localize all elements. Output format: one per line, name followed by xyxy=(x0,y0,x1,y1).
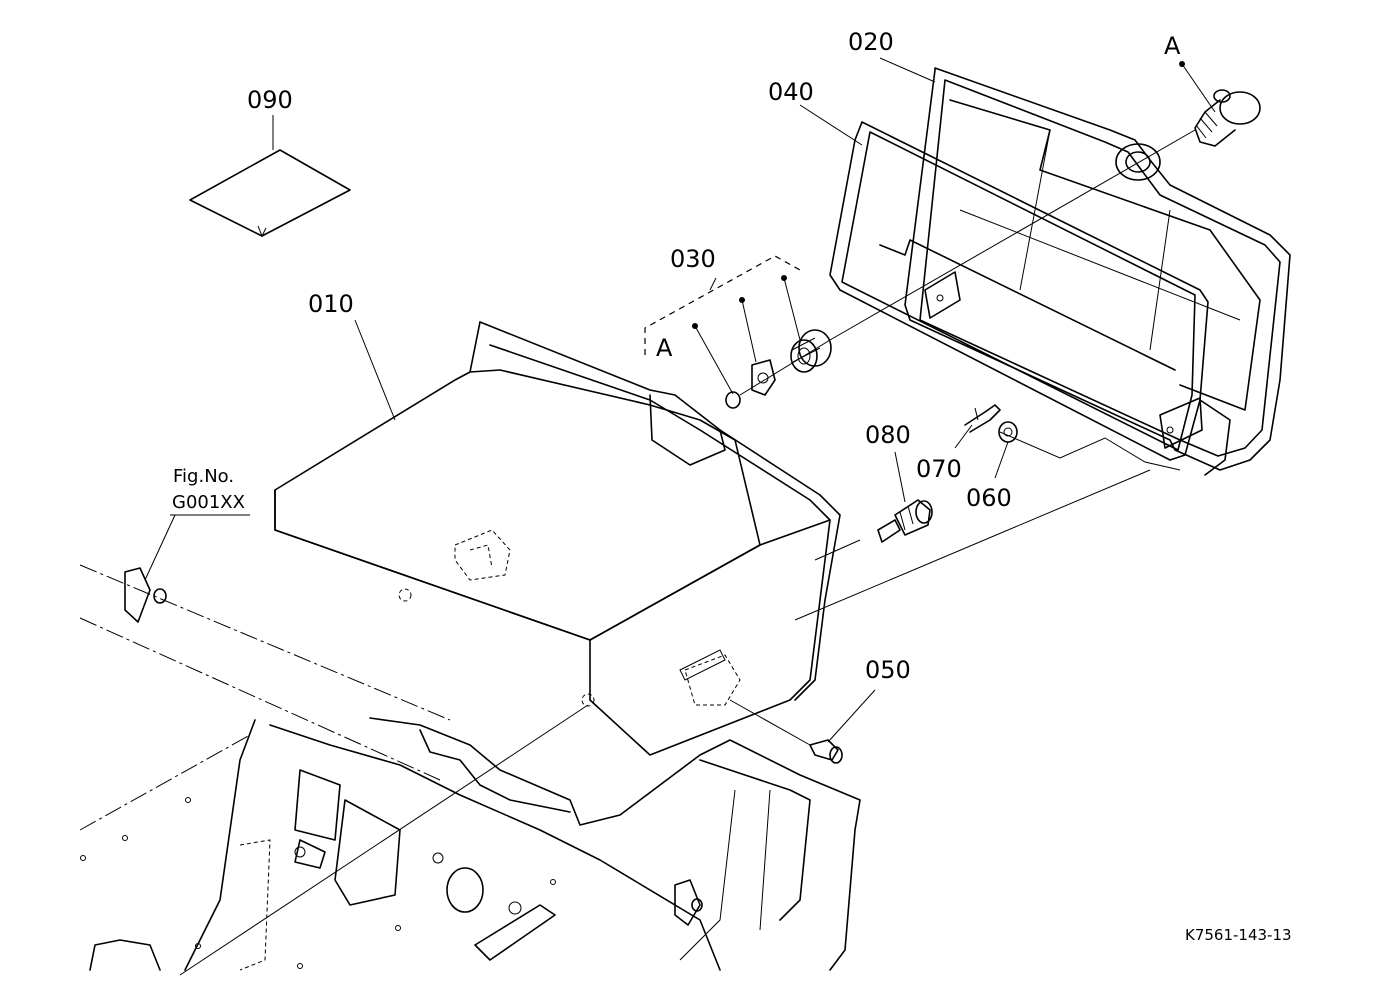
label-020: 020 xyxy=(848,28,894,56)
figure-ref-line1: Fig.No. xyxy=(173,466,234,487)
fuel-tank-010 xyxy=(274,321,841,756)
bolt-050 xyxy=(809,739,843,764)
label-060: 060 xyxy=(966,484,1012,512)
bushing-030c xyxy=(790,329,832,373)
figure-ref-line2: G001XX xyxy=(172,492,245,513)
label-090: 090 xyxy=(247,86,293,114)
part-labels: 090 010 020 040 030 080 070 060 050 A A … xyxy=(172,28,1292,944)
part-set-030 xyxy=(644,255,832,409)
label-050: 050 xyxy=(865,656,911,684)
detail-marker-a-top: A xyxy=(1164,32,1181,60)
label-040: 040 xyxy=(768,78,814,106)
tank-cover-040 xyxy=(829,121,1209,461)
knob-A xyxy=(1194,89,1261,147)
detail-marker-a-left: A xyxy=(656,334,673,362)
cover-panel-020 xyxy=(904,67,1291,476)
fitting-080 xyxy=(877,499,933,543)
label-010: 010 xyxy=(308,290,354,318)
washer-060 xyxy=(998,421,1018,443)
assembly-lines xyxy=(179,129,1196,976)
label-030: 030 xyxy=(670,245,716,273)
leader-lines xyxy=(144,57,1216,743)
label-080: 080 xyxy=(865,421,911,449)
drawing-code: K7561-143-13 xyxy=(1185,926,1292,944)
plate-030b xyxy=(751,359,776,396)
chassis-frame xyxy=(79,564,861,971)
label-070: 070 xyxy=(916,455,962,483)
clip-070 xyxy=(964,404,1001,433)
decal-sheet-090 xyxy=(189,149,351,238)
washer-030a xyxy=(725,391,741,409)
